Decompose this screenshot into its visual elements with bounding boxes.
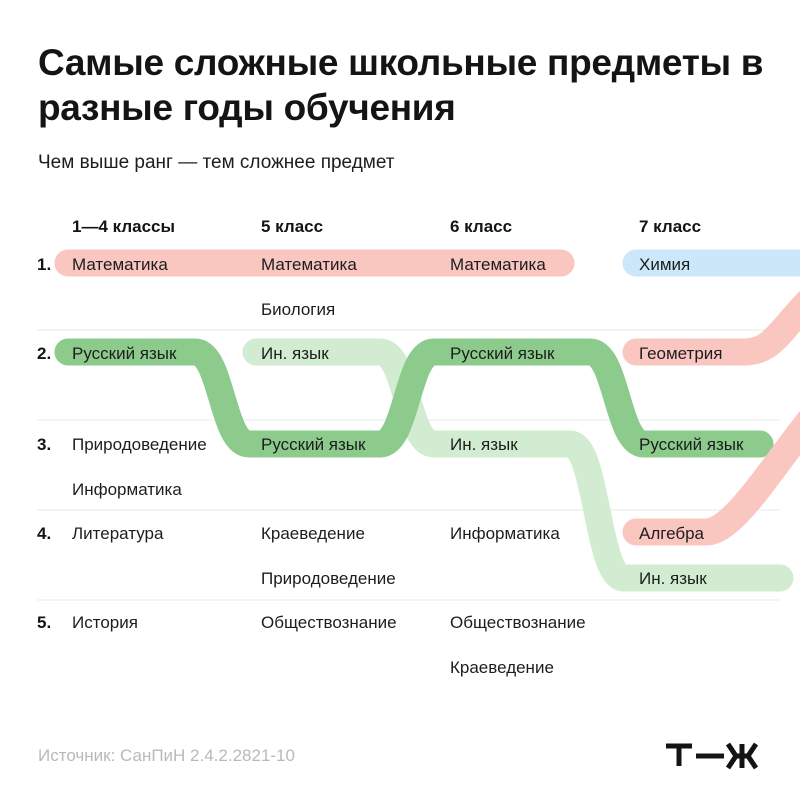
subject-cell: Литература bbox=[72, 524, 164, 543]
subject-cell: Ин. язык bbox=[639, 569, 707, 588]
subject-cell: Обществознание bbox=[261, 613, 397, 632]
subject-cell: Математика bbox=[450, 255, 546, 274]
column-header-5: 5 класс bbox=[261, 217, 323, 236]
subject-cell: Биология bbox=[261, 300, 335, 319]
subject-cell: Информатика bbox=[450, 524, 560, 543]
rank-label-1: 1. bbox=[37, 255, 51, 274]
subject-cell: Химия bbox=[639, 255, 690, 274]
rank-label-4: 4. bbox=[37, 524, 51, 543]
subject-cell: Математика bbox=[261, 255, 357, 274]
subject-cell: Информатика bbox=[72, 480, 182, 499]
subject-cell: Ин. язык bbox=[450, 435, 518, 454]
column-header-1-4: 1—4 классы bbox=[72, 217, 175, 236]
tzh-logo-icon bbox=[666, 742, 759, 770]
subject-cell: Природоведение bbox=[261, 569, 396, 588]
rank-label-5: 5. bbox=[37, 613, 51, 632]
subject-cell: Математика bbox=[72, 255, 168, 274]
rank-labels: 1. 2. 3. 4. 5. bbox=[37, 255, 51, 632]
rank-label-2: 2. bbox=[37, 344, 51, 363]
source-note: Источник: СанПиН 2.4.2.2821-10 bbox=[38, 746, 295, 765]
subject-cell: История bbox=[72, 613, 138, 632]
column-headers: 1—4 классы 5 класс 6 класс 7 класс bbox=[72, 217, 701, 236]
subject-cell: Обществознание bbox=[450, 613, 586, 632]
subject-cell: Русский язык bbox=[639, 435, 744, 454]
page-subtitle: Чем выше ранг — тем сложнее предмет bbox=[38, 152, 395, 173]
page-title: Самые сложные школьные предметы в разные… bbox=[38, 42, 764, 128]
column-header-7: 7 класс bbox=[639, 217, 701, 236]
subject-cell: Краеведение bbox=[261, 524, 365, 543]
subject-cell: Алгебра bbox=[639, 524, 705, 543]
band-russian bbox=[54, 338, 774, 458]
subject-cell: Природоведение bbox=[72, 435, 207, 454]
subject-cell: Русский язык bbox=[72, 344, 177, 363]
subject-cell: Ин. язык bbox=[261, 344, 329, 363]
column-header-6: 6 класс bbox=[450, 217, 512, 236]
band-inlang bbox=[242, 338, 794, 592]
subject-cell: Геометрия bbox=[639, 344, 723, 363]
rank-label-3: 3. bbox=[37, 435, 51, 454]
subject-ranking-diagram: 1—4 классы 5 класс 6 класс 7 класс 1. 2.… bbox=[37, 217, 800, 677]
band-algebra bbox=[622, 411, 800, 546]
subject-cell: Краеведение bbox=[450, 658, 554, 677]
subject-cell: Русский язык bbox=[261, 435, 366, 454]
subject-cell: Русский язык bbox=[450, 344, 555, 363]
subject-bands bbox=[54, 249, 800, 592]
band-geometry bbox=[622, 290, 800, 366]
